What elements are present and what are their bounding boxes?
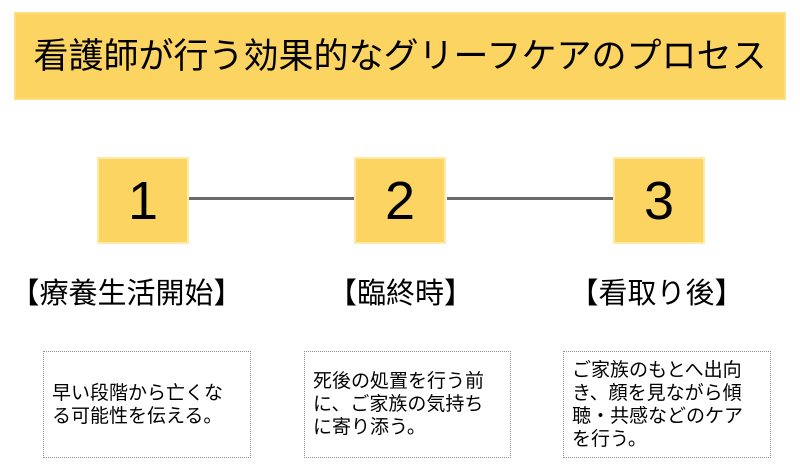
page-title: 看護師が行う効果的なグリーフケアのプロセス [33, 36, 767, 76]
step-number-box-2: 2 [354, 157, 446, 244]
step-description-box-3: ご家族のもとへ出向 き、顔を見ながら傾 聴・共感などのケア を行う。 [563, 351, 771, 458]
step-description-2: 死後の処置を行う前 に、ご家族の気持ち に寄り添う。 [313, 371, 485, 438]
step-number-1: 1 [127, 170, 159, 231]
step-label-2: 【臨終時】 [327, 278, 473, 310]
step-number-3: 3 [643, 170, 675, 231]
step-label-1: 【療養生活開始】 [10, 278, 243, 310]
step-number-box-3: 3 [613, 157, 705, 244]
step-description-1: 早い段階から亡くな る可能性を伝える。 [52, 382, 224, 427]
connector-line-step1-step2 [188, 197, 354, 200]
step-description-box-2: 死後の処置を行う前 に、ご家族の気持ち に寄り添う。 [304, 351, 511, 458]
step-number-box-1: 1 [97, 157, 189, 244]
step-label-3: 【看取り後】 [569, 278, 744, 310]
title-banner: 看護師が行う効果的なグリーフケアのプロセス [14, 12, 786, 100]
step-description-3: ご家族のもとへ出向 き、顔を見ながら傾 聴・共感などのケア を行う。 [572, 359, 744, 450]
step-number-2: 2 [384, 170, 416, 231]
connector-line-step2-step3 [447, 197, 613, 200]
step-description-box-1: 早い段階から亡くな る可能性を伝える。 [43, 351, 251, 458]
